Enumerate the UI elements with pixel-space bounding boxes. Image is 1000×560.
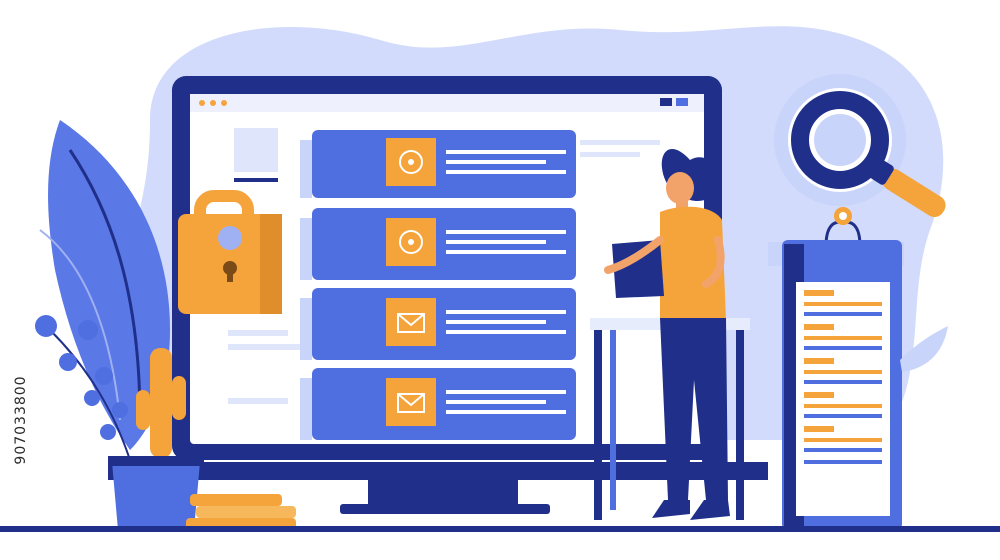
floor-line [0,526,1000,532]
window-dot [221,100,227,106]
magnifier-gear-icon [774,74,946,217]
stock-id-label: 907033800 [13,375,29,465]
list-card [300,288,576,360]
list-card [300,368,576,440]
card-icon-tile [386,378,436,426]
target-icon [399,230,423,254]
window-dot [199,100,205,106]
berry-branch [35,315,131,461]
window-dot [210,100,216,106]
cactus-plant [108,348,204,530]
book-stack [186,494,296,530]
envelope-icon [397,393,425,413]
card-icon-tile [386,298,436,346]
target-icon [399,150,423,174]
list-card [300,208,576,280]
decorative-plant [39,120,170,450]
padlock-icon [178,190,282,314]
envelope-icon [397,313,425,333]
clipboard-icon [768,207,904,530]
list-card [300,130,576,198]
laptop [612,240,664,298]
person [604,148,730,520]
decorative-leaf [900,326,948,372]
